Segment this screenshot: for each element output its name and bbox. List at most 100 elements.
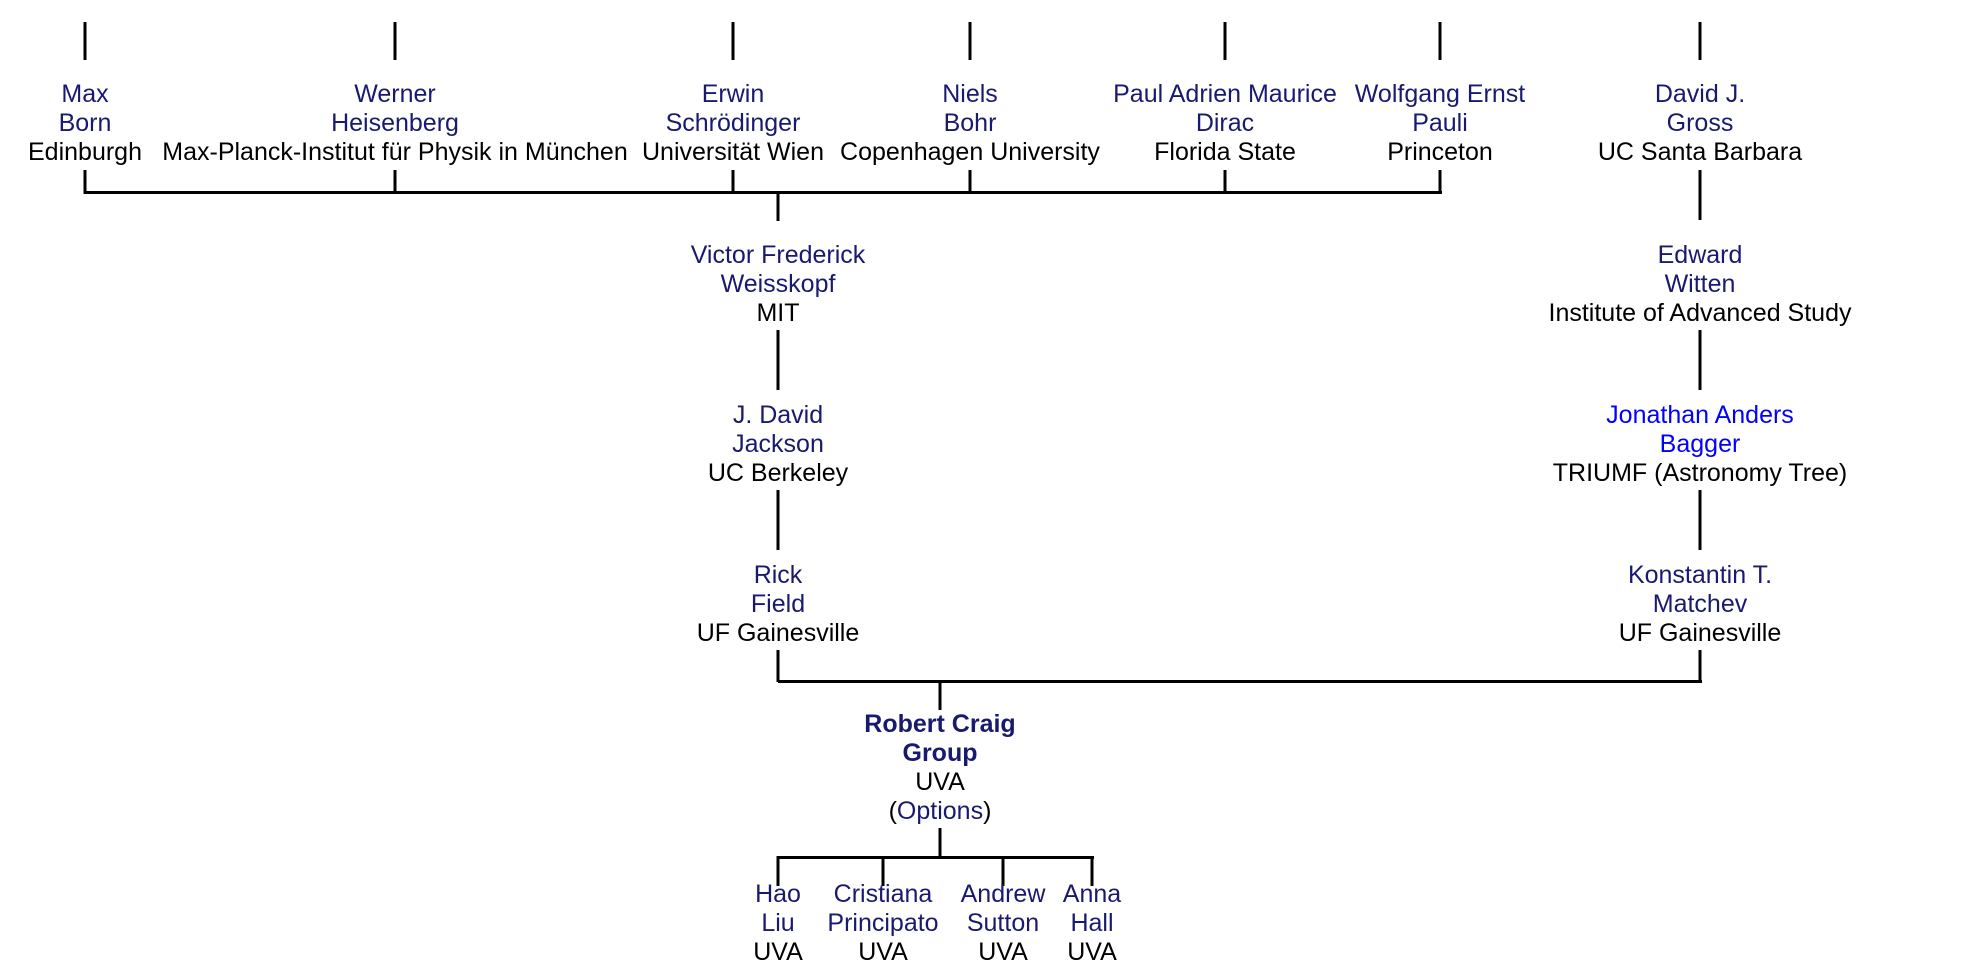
node-victor-weisskopf[interactable]: Victor Frederick Weisskopf MIT [691,241,866,328]
node-paul-dirac[interactable]: Paul Adrien Maurice Dirac Florida State [1113,80,1337,167]
node-institution: UF Gainesville [1618,619,1782,647]
link-weisskopf-to-jackson [776,330,780,390]
node-institution: MIT [756,299,800,327]
node-name-first: Rick [753,561,803,589]
node-name-last: Matchev [1652,590,1748,618]
node-hao-liu[interactable]: Hao Liu UVA [753,880,803,967]
node-name-first: Hao [755,880,801,908]
link-jackson-to-field [776,490,780,550]
node-name-last: Bohr [943,109,997,137]
node-name-last: Group [902,739,978,767]
node-werner-heisenberg[interactable]: Werner Heisenberg Max-Planck-Institut fü… [162,80,627,167]
stem-schrodinger [731,22,735,60]
node-name-first: J. David [732,401,824,429]
node-name-last: Dirac [1195,109,1255,137]
node-institution: UC Berkeley [707,459,849,487]
node-name-last: Principato [827,909,939,937]
node-name-last: Born [58,109,112,137]
node-name-first: David J. [1654,80,1746,108]
node-name-last: Heisenberg [331,109,459,137]
node-anna-hall[interactable]: Anna Hall UVA [1063,880,1121,967]
node-erwin-schrodinger[interactable]: Erwin Schrödinger Universität Wien [642,80,824,167]
drop-field-to-merge [776,650,780,682]
node-institution: Florida State [1154,138,1296,166]
node-institution: Edinburgh [28,138,142,166]
drop-born-to-bus [83,170,87,194]
stem-dirac [1223,22,1227,60]
busbar-students [777,856,1094,859]
options-paren-close: ) [983,797,992,825]
node-institution: UVA [753,938,803,966]
options-paren-open: ( [888,797,897,825]
drop-fanout-to-principato [881,856,885,886]
node-name-first: Andrew [960,880,1046,908]
node-name-last: Weisskopf [720,270,836,298]
node-institution: Max-Planck-Institut für Physik in Münche… [162,138,628,166]
node-wolfgang-pauli[interactable]: Wolfgang Ernst Pauli Princeton [1355,80,1525,167]
node-institution: UC Santa Barbara [1597,138,1803,166]
node-name-first: Werner [354,80,436,108]
node-name-first: Jonathan Anders [1606,401,1794,429]
drop-schrodinger-to-bus [731,170,735,194]
drop-fanout-to-sutton [1001,856,1005,886]
stem-gross [1698,22,1702,60]
link-witten-to-bagger [1698,330,1702,390]
node-name-first: Victor Frederick [690,241,866,269]
node-name-first: Erwin [701,80,765,108]
node-institution: UVA [1067,938,1117,966]
node-name-last: Liu [761,909,795,937]
node-institution: UVA [858,938,908,966]
node-niels-bohr[interactable]: Niels Bohr Copenhagen University [840,80,1100,167]
node-institution: UF Gainesville [696,619,860,647]
stem-pauli [1438,22,1442,60]
node-name-last: Gross [1666,109,1734,137]
options-label[interactable]: Options [896,797,984,825]
node-name-first: Robert Craig [864,710,1016,738]
node-institution: Princeton [1387,138,1493,166]
node-jonathan-bagger[interactable]: Jonathan Anders Bagger TRIUMF (Astronomy… [1553,401,1847,488]
node-name-last: Field [750,590,806,618]
node-andrew-sutton[interactable]: Andrew Sutton UVA [961,880,1046,967]
node-konstantin-matchev[interactable]: Konstantin T. Matchev UF Gainesville [1619,561,1782,648]
node-institution: TRIUMF (Astronomy Tree) [1552,459,1848,487]
node-name-first: Max [61,80,109,108]
node-name-first: Anna [1062,880,1122,908]
drop-pauli-to-bus [1438,170,1442,194]
drop-group-to-fanout [938,828,942,858]
node-name-last: Pauli [1412,109,1468,137]
drop-heisenberg-to-bus [393,170,397,194]
node-david-gross[interactable]: David J. Gross UC Santa Barbara [1598,80,1802,167]
node-institution: Institute of Advanced Study [1548,299,1852,327]
stem-bohr [968,22,972,60]
node-name-first: Cristiana [833,880,933,908]
drop-dirac-to-bus [1223,170,1227,194]
node-edward-witten[interactable]: Edward Witten Institute of Advanced Stud… [1549,241,1852,328]
node-name-last: Bagger [1659,430,1741,458]
node-institution: UVA [978,938,1028,966]
drop-bohr-to-bus [968,170,972,194]
node-name-first: Edward [1657,241,1743,269]
drop-fanout-to-liu [776,856,780,886]
node-name-first: Paul Adrien Maurice [1113,80,1337,108]
node-name-first: Wolfgang Ernst [1354,80,1526,108]
node-j-david-jackson[interactable]: J. David Jackson UC Berkeley [708,401,848,488]
stem-heisenberg [393,22,397,60]
drop-bus-to-weisskopf [776,191,780,221]
node-options-line[interactable]: (Options) [864,797,1015,826]
node-cristiana-principato[interactable]: Cristiana Principato UVA [827,880,938,967]
node-name-last: Witten [1664,270,1736,298]
drop-matchev-to-merge [1698,650,1702,682]
node-rick-field[interactable]: Rick Field UF Gainesville [697,561,860,648]
node-institution: Copenhagen University [840,138,1100,166]
node-name-first: Konstantin T. [1627,561,1773,589]
node-name-last: Sutton [966,909,1040,937]
node-max-born[interactable]: Max Born Edinburgh [28,80,142,167]
busbar-advisors-merge [778,680,1702,683]
node-institution: UVA [915,768,965,796]
node-name-last: Hall [1070,909,1114,937]
link-gross-to-witten [1698,170,1702,220]
node-name-first: Niels [942,80,998,108]
node-robert-craig-group[interactable]: Robert Craig Group UVA (Options) [864,710,1015,826]
link-bagger-to-matchev [1698,490,1702,550]
